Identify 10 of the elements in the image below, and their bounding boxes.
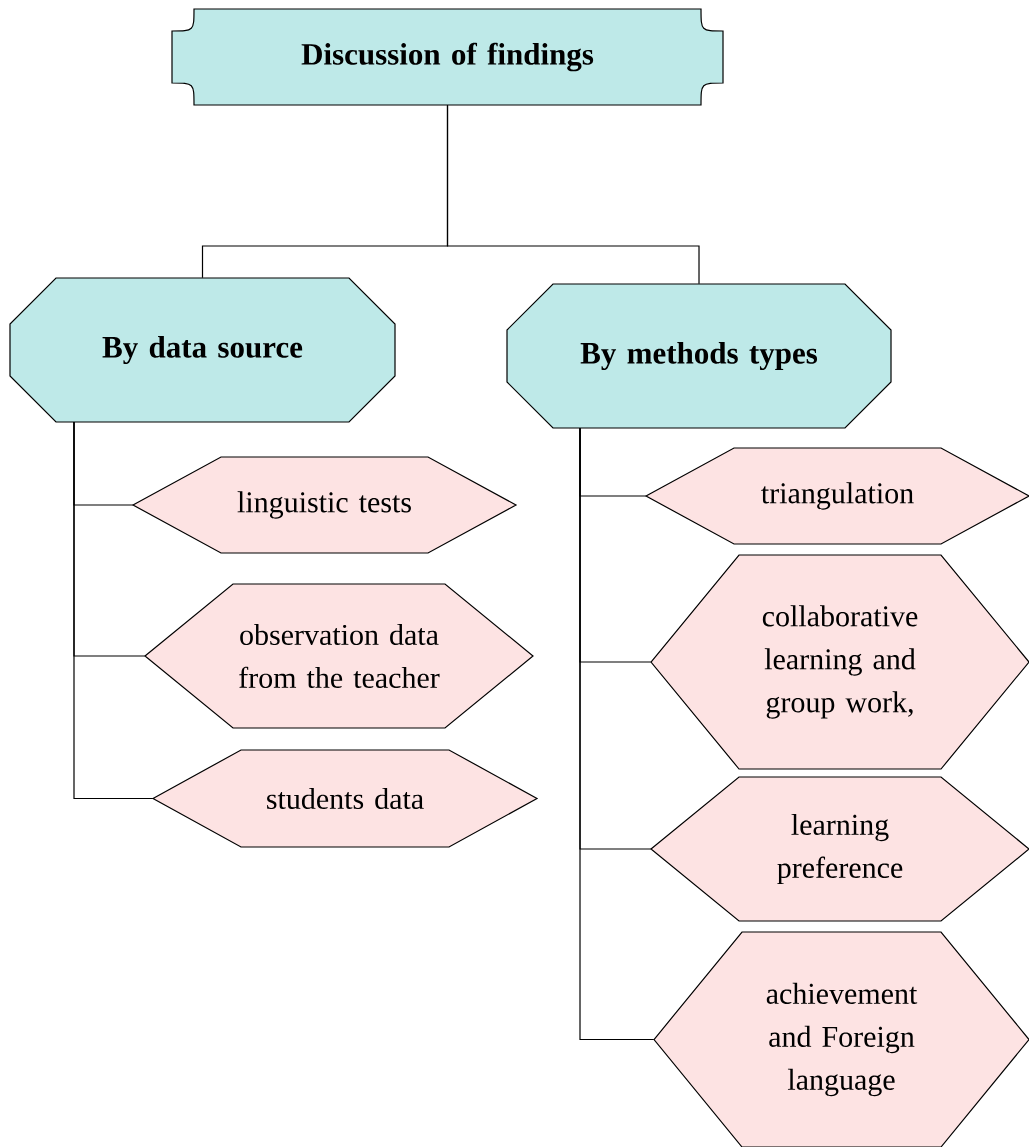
title-box: Discussion of findings <box>171 8 724 106</box>
connector-line <box>73 421 154 800</box>
octagon-box: By methods types <box>506 283 892 429</box>
hexagon-box: learning preference <box>650 776 1029 922</box>
connector-line <box>446 104 700 285</box>
connector-line <box>579 427 655 1041</box>
hexagon-box: achievement and Foreign language <box>653 931 1029 1147</box>
hexagon-box: collaborative learning and group work, <box>650 554 1029 770</box>
octagon-box: By data source <box>9 277 396 423</box>
hexagon-box: observation data from the teacher <box>144 583 534 729</box>
